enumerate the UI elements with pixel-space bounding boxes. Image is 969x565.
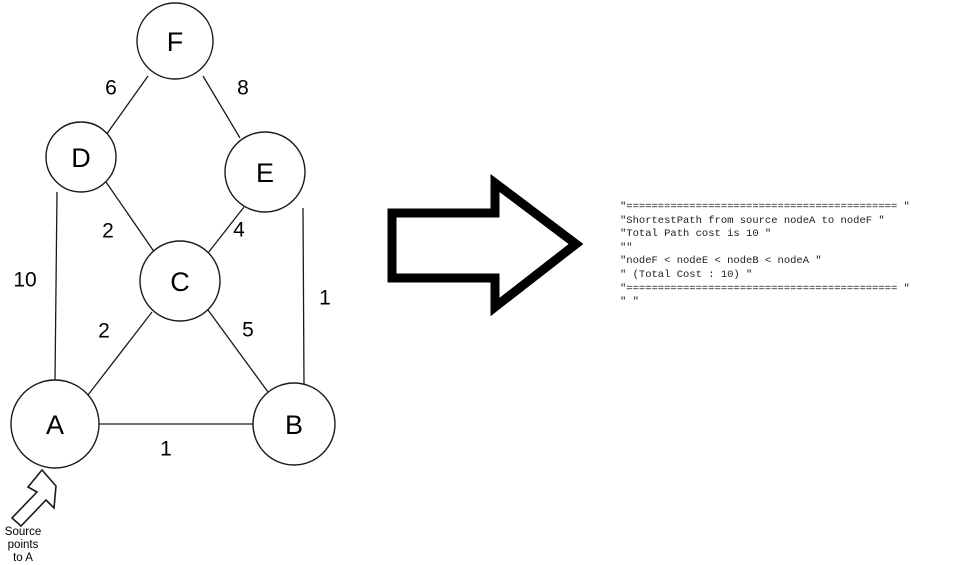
console-line: "=======================================…	[620, 201, 910, 213]
source-caption-line-2: points	[8, 539, 39, 551]
graph-nodes: F D E C A B	[10, 2, 336, 469]
source-pointer-arrow-icon	[10, 468, 57, 528]
node-F-circle[interactable]	[136, 2, 214, 80]
node-D-circle[interactable]	[45, 121, 117, 193]
node-B-circle[interactable]	[252, 382, 336, 466]
edge-F-E	[202, 75, 241, 139]
block-arrow-shape	[387, 173, 584, 317]
node-A-label: A	[46, 410, 64, 440]
console-line: "=======================================…	[620, 282, 910, 295]
right-block-arrow-icon	[387, 173, 584, 317]
edge-A-C	[87, 311, 153, 396]
graph-edges	[54, 75, 305, 425]
edge-D-C	[105, 181, 156, 254]
source-caption-line-1: Source	[5, 526, 41, 538]
transition-arrow-container	[380, 165, 590, 325]
edge-E-B	[302, 207, 305, 387]
console-output-panel: "=======================================…	[620, 201, 950, 310]
edge-C-B	[207, 309, 269, 393]
graph-diagram: F D E C A B 6 8 2 4 10 1 2	[5, 2, 336, 564]
edge-weight-A-C: 2	[98, 320, 110, 343]
node-B-label: B	[285, 410, 303, 440]
edge-D-F	[105, 75, 149, 136]
edge-weight-D-C: 2	[102, 220, 114, 243]
edge-weight-A-D: 10	[13, 269, 36, 292]
edge-weight-F-E: 8	[237, 77, 249, 100]
node-F-label: F	[167, 27, 184, 57]
edge-weight-C-E: 4	[233, 219, 245, 242]
console-line: "nodeF < nodeE < nodeB < nodeA "	[620, 255, 822, 268]
source-caption-line-3: to A	[13, 552, 33, 564]
edge-A-D	[54, 191, 58, 382]
graph-panel: F D E C A B 6 8 2 4 10 1 2	[0, 0, 380, 565]
console-line: "ShortestPath from source nodeA to nodeF…	[620, 214, 885, 227]
source-annotation: Source points to A	[5, 468, 57, 564]
console-line: ""	[620, 241, 633, 254]
edge-weight-labels: 6 8 2 4 10 1 2 5 1	[13, 77, 331, 461]
node-C-label: C	[170, 267, 190, 297]
console-line: "Total Path cost is 10 "	[620, 228, 772, 241]
edge-weight-D-F: 6	[105, 77, 117, 100]
edge-weight-C-B: 5	[242, 319, 254, 342]
node-C-circle[interactable]	[139, 240, 221, 322]
node-A-circle[interactable]	[10, 379, 100, 469]
node-E-label: E	[256, 158, 274, 188]
edge-weight-A-B: 1	[160, 438, 172, 461]
node-D-label: D	[71, 143, 91, 173]
edge-C-E	[207, 206, 245, 254]
node-E-circle[interactable]	[224, 131, 306, 213]
console-line: " (Total Cost : 10) "	[620, 268, 753, 281]
console-line: " "	[620, 296, 639, 309]
edge-weight-E-B: 1	[319, 287, 331, 310]
